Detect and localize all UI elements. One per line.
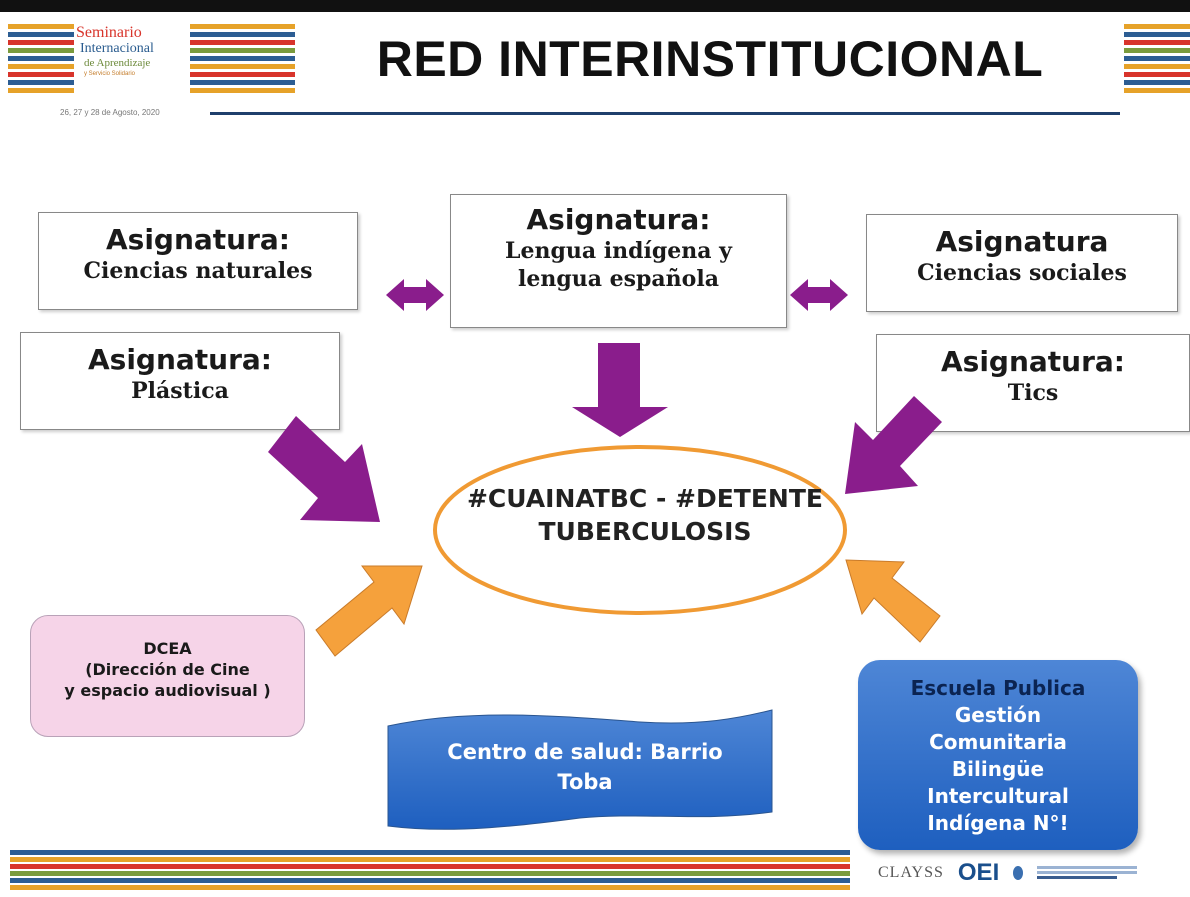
subject-name: Ciencias naturales xyxy=(83,258,313,284)
dcea-box: DCEA (Dirección de Cine y espacio audiov… xyxy=(30,615,305,737)
header-stripes-left xyxy=(8,24,74,93)
subject-name: Plástica xyxy=(131,378,229,404)
subject-name: Tics xyxy=(1007,380,1059,406)
subject-ciencias-naturales: Asignatura: Ciencias naturales xyxy=(38,212,358,310)
center-ellipse xyxy=(433,445,847,615)
centro-salud-line-1: Centro de salud: Barrio xyxy=(447,740,723,764)
arrow-orange-left xyxy=(315,565,423,657)
dcea-line-2: (Dirección de Cine xyxy=(85,660,250,679)
dcea-line-1: DCEA xyxy=(143,639,192,658)
subject-plastica: Asignatura: Plástica xyxy=(20,332,340,430)
ministry-logo xyxy=(1037,864,1138,881)
arrow-down-purple xyxy=(572,343,668,437)
center-topic: #CUAINATBC - #DETENTE TUBERCULOSIS xyxy=(440,482,850,548)
logo-line-4: y Servicio Solidario xyxy=(84,71,136,77)
oei-logo: OEI xyxy=(957,858,1000,886)
logo-line-3: de Aprendizaje xyxy=(84,57,151,69)
subject-name: Ciencias sociales xyxy=(917,260,1127,286)
escuela-line-1: Escuela Publica xyxy=(910,676,1086,700)
escuela-line-5: Intercultural xyxy=(927,784,1069,808)
double-arrow-left xyxy=(386,279,444,311)
subject-lengua: Asignatura: Lengua indígena y lengua esp… xyxy=(450,194,787,328)
double-arrow-right xyxy=(790,279,848,311)
subject-heading: Asignatura: xyxy=(87,343,273,376)
subject-ciencias-sociales: Asignatura Ciencias sociales xyxy=(866,214,1178,312)
header-stripes-mid xyxy=(190,24,295,93)
seminario-logo: Seminario Internacional de Aprendizaje y… xyxy=(76,24,188,94)
header-divider xyxy=(210,112,1120,115)
subject-name-line-1: Lengua indígena y xyxy=(505,238,732,264)
clayss-logo: CLAYSS xyxy=(878,863,944,881)
footer-stripes xyxy=(10,850,850,890)
arrow-diagonal-left-purple xyxy=(268,416,380,522)
subject-name-line-2: lengua española xyxy=(518,266,719,292)
escuela-box: Escuela Publica Gestión Comunitaria Bili… xyxy=(858,660,1138,850)
dcea-line-3: y espacio audiovisual ) xyxy=(64,681,271,700)
center-line-2: TUBERCULOSIS xyxy=(538,517,752,546)
center-line-1: #CUAINATBC - #DETENTE xyxy=(466,484,823,513)
top-border xyxy=(0,0,1190,12)
logo-line-1: Seminario xyxy=(76,24,142,41)
arrow-diagonal-right-purple xyxy=(845,396,942,494)
escuela-line-4: Bilingüe xyxy=(951,757,1045,781)
escuela-line-6: Indígena N°! xyxy=(927,811,1069,835)
subject-heading: Asignatura xyxy=(935,225,1109,258)
centro-salud-banner xyxy=(387,709,773,830)
header-stripes-right xyxy=(1124,24,1190,93)
escuela-line-3: Comunitaria xyxy=(929,730,1067,754)
subject-heading: Asignatura: xyxy=(105,223,291,256)
arrow-orange-right xyxy=(845,559,941,643)
sponsor-logos: CLAYSS OEI xyxy=(878,855,1138,890)
event-dates: 26, 27 y 28 de Agosto, 2020 xyxy=(60,108,160,117)
ministry-emblem-icon xyxy=(1013,865,1024,880)
centro-salud-text: Centro de salud: Barrio Toba xyxy=(400,737,770,797)
centro-salud-line-2: Toba xyxy=(557,770,613,794)
subject-heading: Asignatura: xyxy=(526,203,711,236)
escuela-line-2: Gestión xyxy=(954,703,1042,727)
logo-line-2: Internacional xyxy=(80,41,154,56)
subject-heading: Asignatura: xyxy=(940,345,1126,378)
page-title: RED INTERINSTITUCIONAL xyxy=(376,31,1044,87)
